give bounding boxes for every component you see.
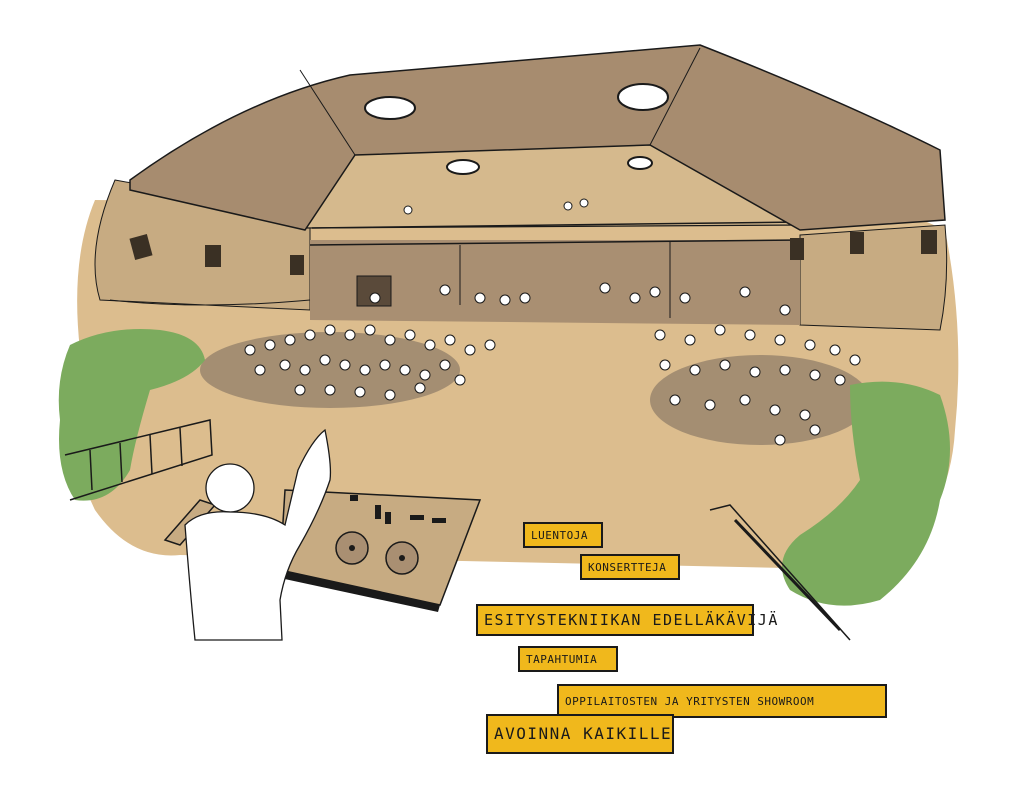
balcony-figures [403, 198, 589, 215]
roof [129, 44, 946, 231]
left-railing [64, 419, 213, 501]
plant-left [58, 329, 205, 501]
skylight [627, 156, 653, 170]
crowd-right [599, 282, 870, 446]
plant-right [782, 381, 950, 606]
right-railing [709, 504, 851, 641]
back-wall [310, 240, 800, 325]
dj-mixer-icon [279, 489, 482, 612]
label-stage-tech-pioneer: ESITYSTEKNIIKAN EDELLÄKÄVIJÄ [476, 604, 777, 636]
wall-lamps [129, 230, 937, 275]
skylight [617, 83, 669, 111]
crowd-left [200, 284, 531, 408]
label-lectures: LUENTOJA [523, 522, 603, 548]
label-open-to-all: AVOINNA KAIKILLE [486, 714, 674, 754]
skylight [364, 96, 416, 120]
right-wall [799, 224, 948, 331]
label-concerts: KONSERTTEJA [580, 554, 680, 580]
dj-figure [184, 428, 332, 641]
skylight [446, 159, 480, 175]
label-showroom: OPPILAITOSTEN JA YRITYSTEN SHOWROOM [557, 684, 887, 718]
label-events: TAPAHTUMIA [518, 646, 618, 672]
